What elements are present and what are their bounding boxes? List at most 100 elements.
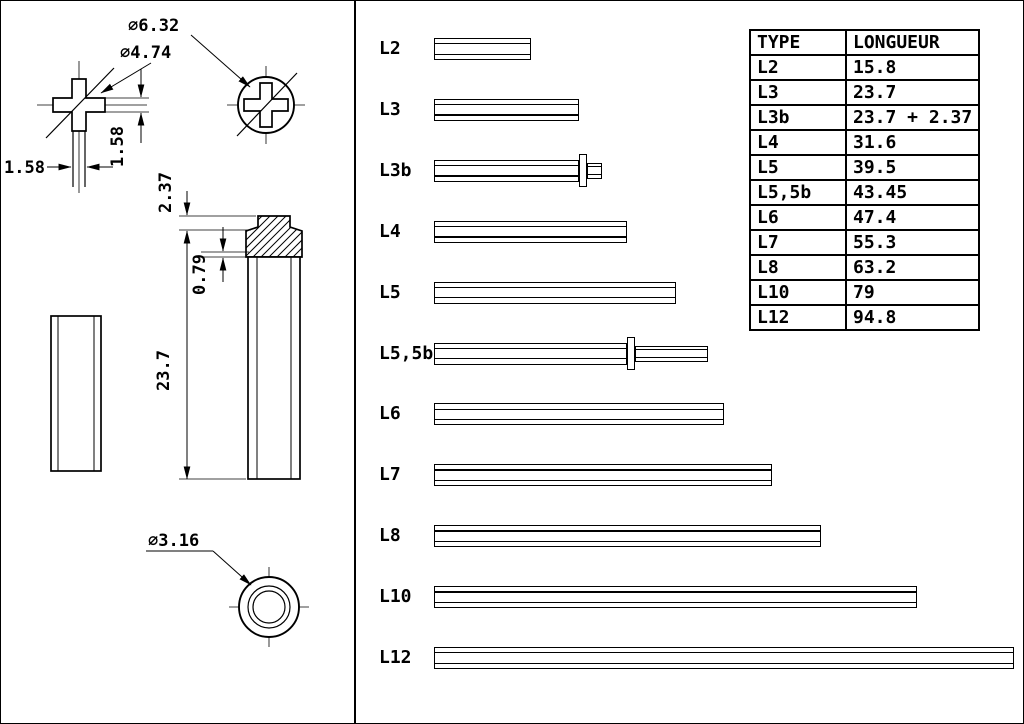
rod-label: L10 — [379, 586, 412, 608]
rod-shading-line — [435, 540, 820, 542]
rod-body — [434, 220, 628, 243]
rod-label: L6 — [379, 403, 401, 425]
rod-row-L3b: L3b — [361, 154, 1023, 188]
rod-label: L8 — [379, 525, 401, 547]
rod-body — [434, 342, 628, 365]
view-cross-slot-circle — [227, 66, 305, 144]
dimensions-top: ∅6.32 ∅4.74 1.58 1.58 — [4, 16, 251, 178]
rod-row-L4: L4 — [361, 215, 1023, 249]
dim-diameter-bottom-label: ∅3.16 — [148, 531, 199, 551]
rod-body — [434, 464, 773, 487]
rod-shading-line — [435, 358, 627, 360]
rod-shading-line — [435, 43, 530, 45]
table-cell-longueur: 94.8 — [844, 304, 981, 331]
table-header-longueur: LONGUEUR — [844, 29, 981, 56]
dim-chamfer-label: 0.79 — [190, 254, 210, 295]
rod-shading-line — [435, 53, 530, 55]
rod-shading-line — [435, 479, 772, 482]
table-cell-type: L7 — [749, 229, 847, 256]
rod-body — [434, 159, 580, 182]
rod-shading-line — [435, 297, 675, 299]
dim-slot-width-label: 1.58 — [4, 158, 45, 178]
rod-shading-line — [636, 348, 707, 351]
rod-row-L8: L8 — [361, 519, 1023, 553]
rod-label: L4 — [379, 220, 401, 242]
rod-body — [434, 403, 725, 426]
rod-label: L2 — [379, 38, 401, 59]
view-side-section — [245, 215, 303, 480]
table-cell-type: L12 — [749, 304, 847, 331]
dim-slot-height-label: 1.58 — [108, 126, 128, 167]
rod-extension — [587, 162, 602, 179]
dim-head-height-label: 2.37 — [156, 172, 176, 213]
rod-shading-line — [435, 164, 579, 167]
rod-label: L5,5b — [379, 342, 434, 364]
view-bottom-circle: ∅3.16 — [146, 531, 309, 647]
table-cell-type: L3 — [749, 79, 847, 106]
table-cell-longueur: 23.7 — [844, 79, 981, 106]
rod-shading-line — [636, 356, 707, 359]
table-cell-type: L5 — [749, 154, 847, 181]
rod-body — [434, 647, 1015, 669]
dim-body-length-label: 23.7 — [154, 350, 174, 391]
rod-shading-line — [435, 408, 724, 410]
rod-shading-line — [435, 591, 917, 593]
table-cell-type: L3b — [749, 104, 847, 131]
table-cell-longueur: 15.8 — [844, 54, 981, 81]
table-header-type: TYPE — [749, 29, 847, 56]
dim-diameter-outer-label: ∅6.32 — [128, 16, 179, 36]
rod-row-L7: L7 — [361, 458, 1023, 492]
rod-extension — [635, 345, 708, 362]
vertical-divider — [354, 1, 356, 723]
rod-flange — [627, 337, 636, 370]
rod-shading-line — [588, 174, 601, 176]
rod-flange — [579, 154, 588, 188]
rod-row-L5: L5 — [361, 276, 1023, 310]
table-cell-longueur: 23.7 + 2.37 — [844, 104, 981, 131]
table-cell-longueur: 55.3 — [844, 229, 981, 256]
rod-label: L3 — [379, 98, 401, 120]
rod-shading-line — [435, 347, 627, 349]
rod-shading-line — [435, 530, 820, 532]
rod-shading-line — [435, 652, 1014, 654]
table-cell-longueur: 63.2 — [844, 254, 981, 281]
rod-row-L3: L3 — [361, 93, 1023, 127]
table-cell-type: L6 — [749, 204, 847, 231]
rod-label: L5 — [379, 281, 401, 303]
rod-shading-line — [435, 662, 1014, 664]
rod-shading-line — [435, 418, 724, 421]
rod-body — [434, 525, 821, 548]
rod-body — [434, 281, 676, 304]
rod-body — [434, 38, 531, 60]
rod-shading-line — [435, 175, 579, 177]
rod-label: L12 — [379, 647, 412, 668]
rod-row-L2: L2 — [361, 32, 1023, 66]
table-cell-longueur: 43.45 — [844, 179, 981, 206]
table-cell-longueur: 31.6 — [844, 129, 981, 156]
rod-shading-line — [588, 166, 601, 168]
dimensions-side: 2.37 0.79 23.7 — [154, 172, 256, 480]
table-cell-type: L10 — [749, 279, 847, 306]
dim-diameter-cross-label: ∅4.74 — [120, 43, 171, 63]
table-cell-longueur: 47.4 — [844, 204, 981, 231]
rod-shading-line — [435, 104, 579, 106]
rod-shading-line — [435, 225, 627, 228]
rod-shading-line — [435, 286, 675, 289]
table-cell-type: L4 — [749, 129, 847, 156]
rod-shading-line — [435, 114, 579, 116]
rod-row-L5,5b: L5,5b — [361, 337, 1023, 371]
view-cross-slot-front — [37, 61, 147, 193]
rod-row-L6: L6 — [361, 397, 1023, 431]
rod-row-L12: L12 — [361, 641, 1023, 675]
